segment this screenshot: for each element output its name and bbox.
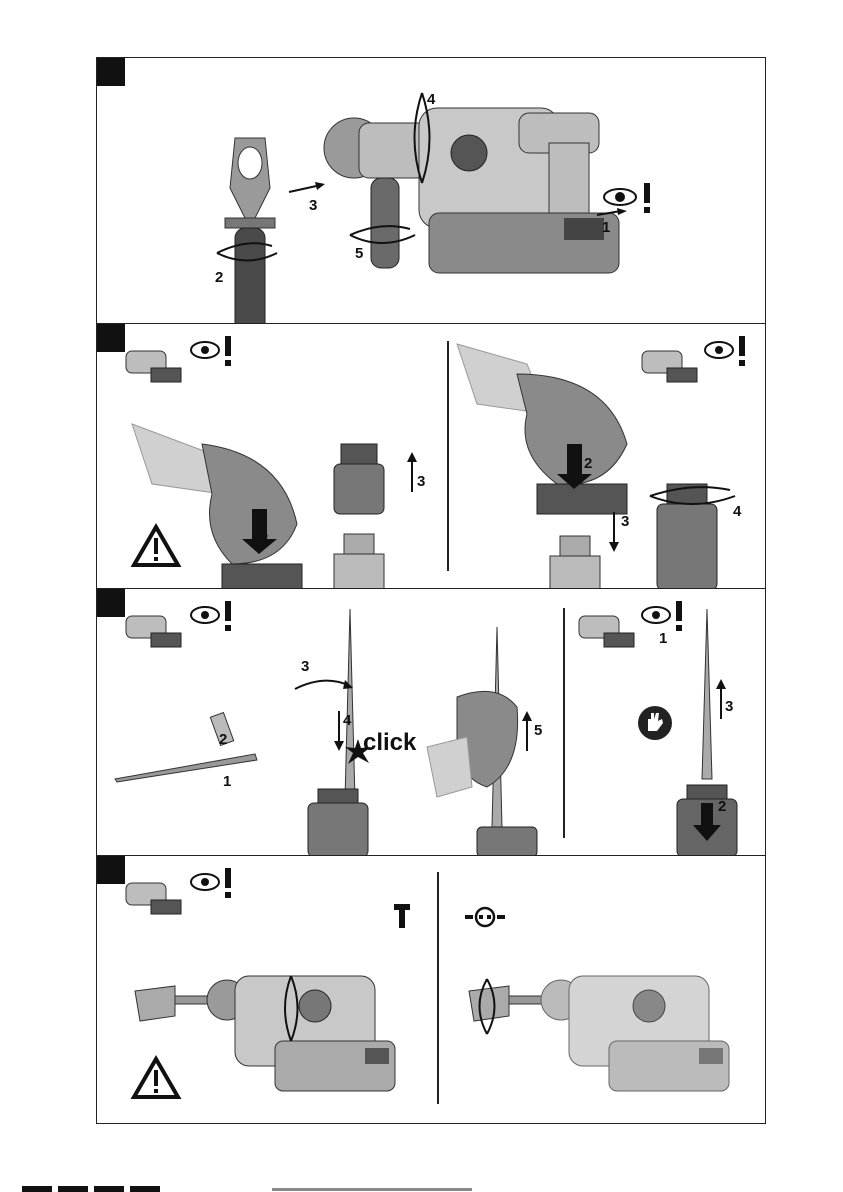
chisel-illustration — [343, 609, 357, 809]
step-label: 4 — [733, 504, 741, 519]
drill-icon — [121, 346, 186, 386]
hand-illustration — [457, 344, 637, 519]
chisel-illustration — [115, 704, 275, 784]
panel-divider — [437, 872, 439, 1104]
footer-crop-marks — [22, 1186, 822, 1192]
eye-icon — [703, 336, 753, 366]
panel-divider — [563, 608, 565, 838]
arrow-icon — [407, 452, 417, 492]
step-label: 3 — [301, 659, 309, 674]
side-handle-illustration — [215, 128, 285, 324]
drill-icon — [637, 346, 702, 386]
arrow-icon — [597, 208, 627, 218]
figure-panel-3: 2 1 3 4 click 5 1 — [96, 588, 766, 856]
rotate-arrow-icon — [279, 971, 304, 1046]
click-text: click — [363, 729, 416, 757]
step-label: 2 — [219, 732, 227, 747]
rotation-lock-icon — [465, 904, 505, 930]
chisel-illustration — [700, 609, 714, 784]
rotate-arrow-icon — [295, 674, 355, 694]
panel-corner-marker — [97, 58, 125, 86]
step-label: 2 — [260, 531, 268, 546]
chuck-illustration — [675, 785, 739, 856]
step-label: 1 — [659, 631, 667, 646]
step-label: 2 — [584, 456, 592, 471]
step-label: 4 — [427, 92, 435, 107]
figure-panel-1: 4 3 1 2 5 — [96, 57, 766, 324]
warning-icon — [131, 1056, 181, 1100]
warning-icon — [131, 524, 181, 568]
eye-icon — [189, 336, 239, 366]
eye-icon — [189, 868, 239, 898]
hammer-mode-icon — [394, 904, 410, 928]
drill-illustration — [469, 966, 739, 1096]
chuck-illustration — [329, 439, 389, 589]
step-label: 2 — [718, 799, 726, 814]
eye-icon — [640, 601, 690, 631]
step-label: 1 — [602, 220, 610, 235]
drill-illustration — [319, 103, 629, 283]
step-label: 5 — [355, 246, 363, 261]
panel-divider — [447, 341, 449, 571]
rotate-arrow-icon — [212, 238, 282, 268]
step-label: 3 — [725, 699, 733, 714]
step-label: 3 — [309, 198, 317, 213]
tool-holder-illustration — [545, 536, 605, 589]
step-label: 2 — [215, 270, 223, 285]
step-label: 3 — [621, 514, 629, 529]
drill-icon — [121, 878, 186, 918]
eye-icon — [189, 601, 239, 631]
drill-icon — [121, 611, 186, 651]
drill-icon — [574, 611, 639, 651]
arrow-icon — [522, 711, 532, 751]
arrow-icon — [609, 512, 619, 552]
figure-panel-2: 2 3 2 3 4 — [96, 323, 766, 589]
step-label: 5 — [534, 723, 542, 738]
rotate-arrow-icon — [645, 484, 740, 509]
rotate-arrow-icon — [472, 974, 502, 1039]
step-label: 4 — [343, 713, 351, 728]
chuck-illustration — [303, 789, 373, 856]
glove-icon — [637, 705, 673, 741]
hand-illustration — [427, 627, 567, 856]
step-label: 3 — [417, 474, 425, 489]
step-label: 1 — [223, 774, 231, 789]
figure-panel-4 — [96, 855, 766, 1124]
